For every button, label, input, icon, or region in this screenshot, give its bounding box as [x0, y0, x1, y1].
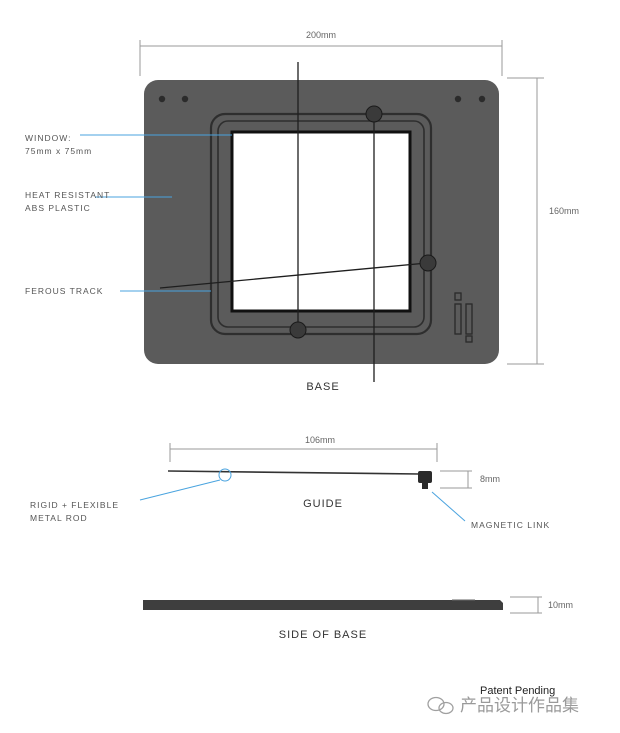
magnetic-link-pin [422, 483, 428, 489]
watermark-text: 产品设计作品集 [460, 696, 579, 716]
material-label-2: ABS PLASTIC [25, 203, 91, 213]
rod-label-2: METAL ROD [30, 513, 88, 523]
guide-length-label: 106mm [305, 435, 335, 445]
guide-title: GUIDE [303, 498, 343, 510]
window [230, 130, 412, 313]
ferous-track-inner [217, 120, 425, 328]
side-title: SIDE OF BASE [279, 629, 367, 641]
base-callout-lines [80, 134, 232, 292]
magnet-label: MAGNETIC LINK [471, 520, 550, 530]
base-width-label: 200mm [306, 30, 336, 40]
window-size-label: 75mm x 75mm [25, 146, 92, 156]
rod-label-1: RIGID + FLEXIBLE [30, 500, 119, 510]
side-of-base-body [143, 600, 503, 610]
base-title: BASE [306, 381, 339, 393]
side-thickness-dimension [510, 596, 542, 614]
base-width-dimension [139, 40, 503, 76]
track-label: FEROUS TRACK [25, 286, 103, 296]
screw-holes [158, 95, 486, 103]
guide-length-dimension [169, 443, 438, 462]
guide-rods [159, 62, 428, 382]
guide-callout-lines [139, 479, 466, 522]
magnetic-knobs [289, 105, 437, 339]
patent-label: Patent Pending [480, 685, 555, 697]
base-height-dimension [507, 77, 544, 365]
rod-callout-circle [218, 468, 232, 482]
ferous-track [209, 112, 433, 336]
wechat-icon [427, 696, 454, 715]
magnetic-link-body [418, 471, 432, 483]
guide-height-dimension [440, 470, 472, 489]
material-label-1: HEAT RESISTANT [25, 190, 110, 200]
guide-rod [167, 470, 421, 475]
guide-height-label: 8mm [480, 474, 500, 484]
side-thickness-label: 10mm [548, 600, 573, 610]
base-height-label: 160mm [549, 206, 579, 216]
window-label: WINDOW: [25, 133, 72, 143]
side-slots [454, 292, 473, 343]
